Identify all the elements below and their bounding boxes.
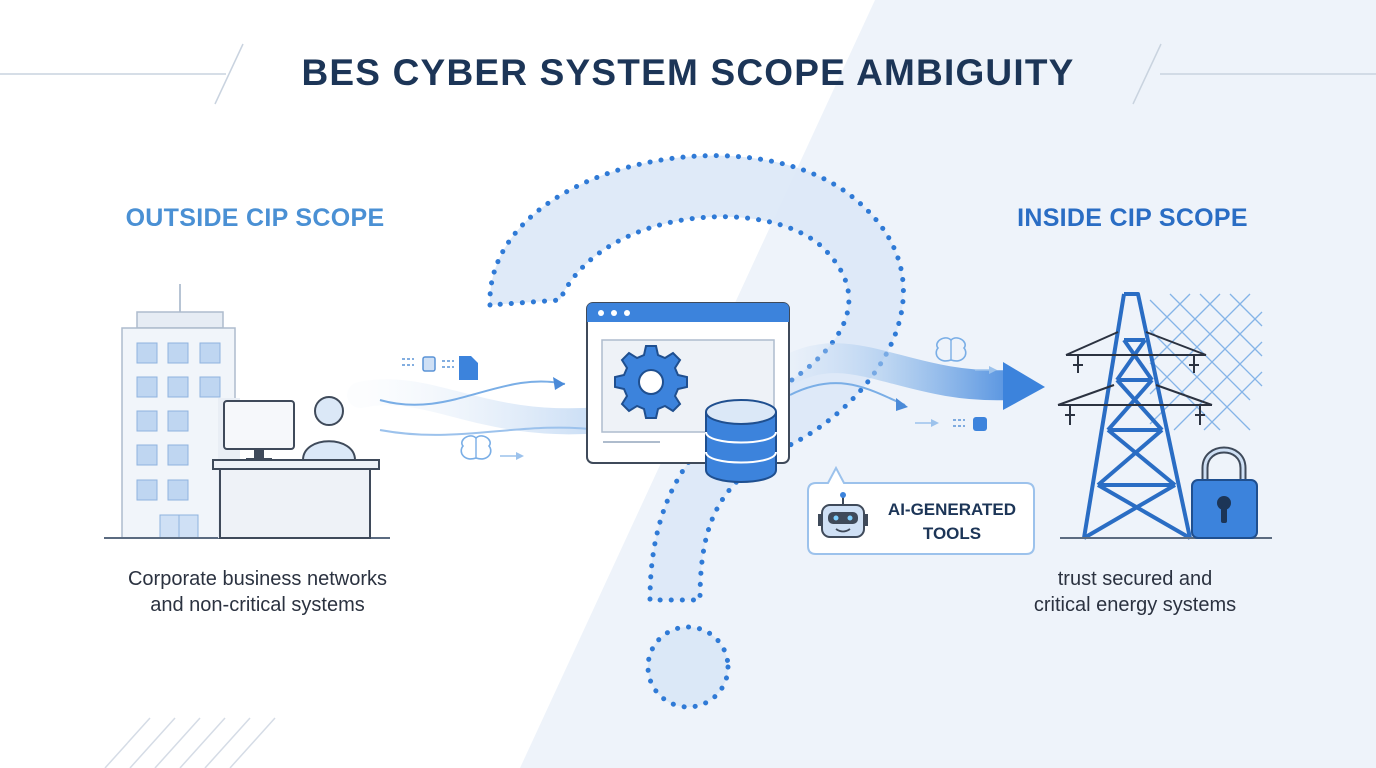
inside-caption-line-1: trust secured and xyxy=(1057,568,1213,590)
padlock-icon xyxy=(1191,446,1258,539)
ai-tools-badge xyxy=(807,465,1035,555)
database-icon xyxy=(705,399,777,483)
outside-caption-line-1: Corporate business networks xyxy=(127,568,387,590)
inside-caption-line-2: critical energy systems xyxy=(1033,594,1237,616)
transmission-tower-icon xyxy=(1057,292,1272,540)
document-icon xyxy=(402,356,478,380)
page-title: BES CYBER SYSTEM SCOPE AMBIGUITY xyxy=(301,52,1075,93)
ai-tools-label: AI-GENERATED TOOLS xyxy=(872,498,1032,546)
gear-icon xyxy=(614,345,688,419)
inside-scope-heading: INSIDE CIP SCOPE xyxy=(1017,204,1248,232)
inside-scope-caption: trust secured and critical energy system… xyxy=(985,566,1285,618)
brain-icon xyxy=(915,337,997,431)
outside-caption-line-2: and non-critical systems xyxy=(150,594,365,616)
outside-scope-caption: Corporate business networks and non-crit… xyxy=(70,566,445,618)
data-flow-right xyxy=(771,343,1045,411)
ai-label-line-1: AI-GENERATED xyxy=(887,500,1017,519)
question-mark-icon xyxy=(487,153,906,710)
data-flow-left xyxy=(347,377,613,436)
workstation-user-icon xyxy=(212,396,380,539)
robot-icon xyxy=(818,492,868,538)
outside-scope-heading: OUTSIDE CIP SCOPE xyxy=(125,204,385,232)
brain-icon xyxy=(460,435,524,460)
ai-label-line-2: TOOLS xyxy=(922,524,982,543)
